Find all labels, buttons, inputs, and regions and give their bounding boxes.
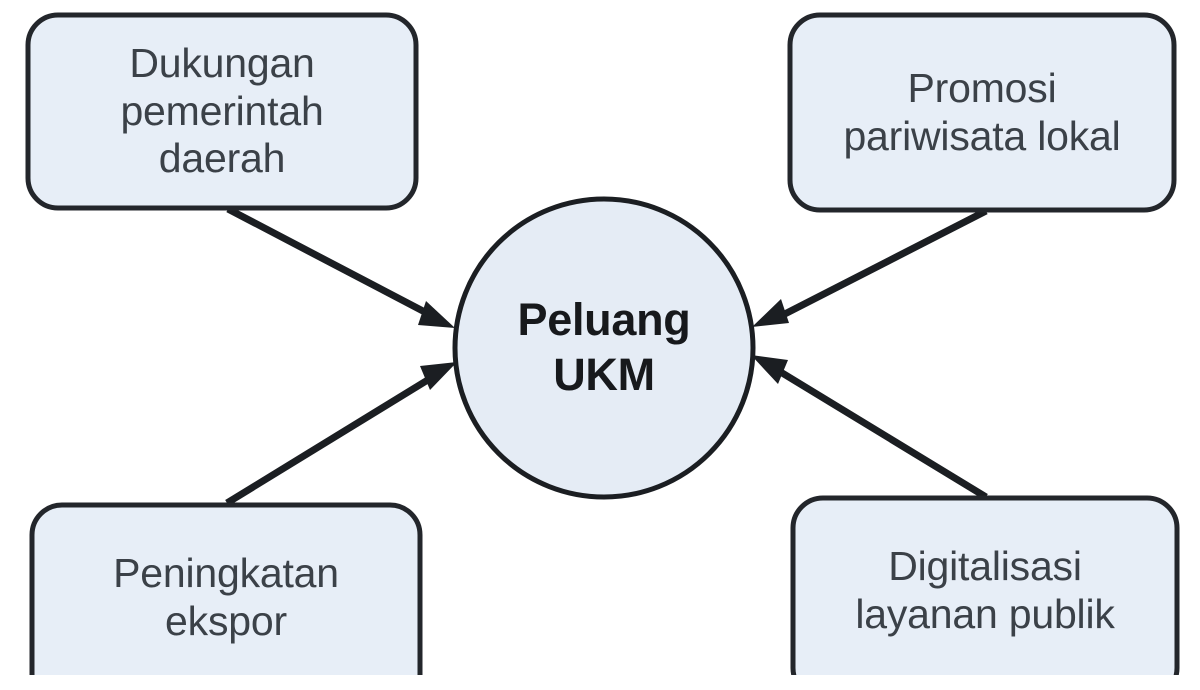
arrow-head-icon <box>418 301 455 328</box>
edge-line <box>773 207 988 323</box>
edge-promosi-to-peluang <box>752 207 988 327</box>
node-shape-digitalisasi-layanan-publik[interactable] <box>790 495 1180 675</box>
edge-line <box>226 205 444 325</box>
edge-line <box>225 367 446 506</box>
edge-digitalisasi-to-peluang <box>751 355 988 500</box>
arrow-head-icon <box>751 355 788 384</box>
diagram-canvas: Dukungan pemerintah daerah Promosi pariw… <box>25 12 1180 675</box>
arrow-head-icon <box>752 299 789 327</box>
node-shape-dukungan-pemerintah-daerah[interactable] <box>25 12 419 211</box>
node-shape-peluang-ukm[interactable] <box>452 196 756 500</box>
arrow-head-icon <box>420 362 457 390</box>
edge-dukungan-to-peluang <box>226 205 455 328</box>
node-shape-promosi-pariwisata-lokal[interactable] <box>787 12 1177 213</box>
diagram-graphics <box>25 12 1180 675</box>
edge-peningkatan-to-peluang <box>225 362 457 506</box>
edge-line <box>772 365 988 500</box>
node-shape-peningkatan-ekspor[interactable] <box>29 502 423 675</box>
